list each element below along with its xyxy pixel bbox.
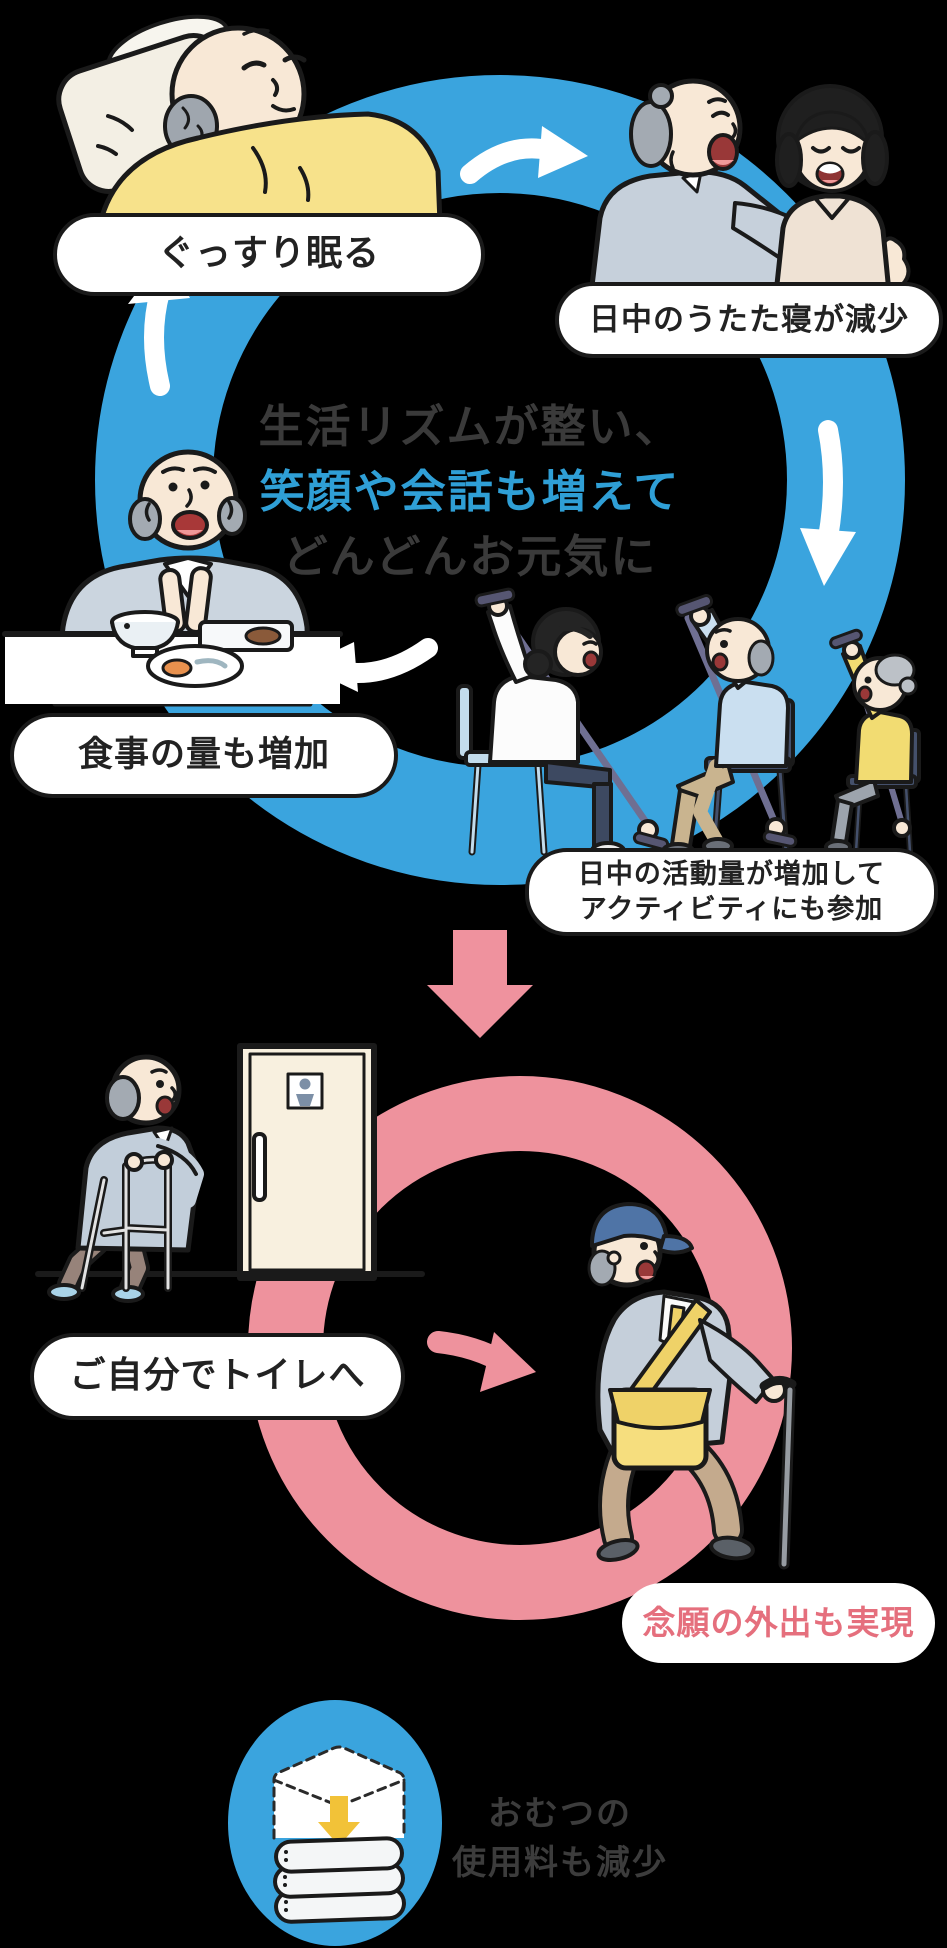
center-text-line3: どんどんお元気に [282,530,658,583]
label-nap-decrease: 日中のうたた寝が減少 [555,282,943,358]
walker-elder-illustration [47,1054,204,1303]
footer-text-line2: 使用料も減少 [452,1843,668,1883]
label-activity: 日中の活動量が増加して アクティビティにも参加 [525,848,938,936]
label-sleep-text: ぐっすり眠る [157,233,380,275]
label-meal-increase-text: 食事の量も増加 [77,734,330,775]
label-meal-increase: 食事の量も増加 [10,713,398,798]
label-nap-decrease-text: 日中のうたた寝が減少 [589,301,909,338]
outing-elder-illustration [587,1202,797,1570]
label-activity-line2: アクティビティにも参加 [579,894,884,925]
toilet-door-illustration [237,1043,377,1281]
label-activity-line1: 日中の活動量が増加して [577,858,886,890]
meal-elder-illustration [2,449,343,707]
sleeping-elder-illustration [56,14,443,227]
arrow-down-right-icon [427,1331,536,1392]
label-sleep: ぐっすり眠る [53,213,485,296]
center-text-line1: 生活リズムが整い、 [258,400,682,453]
arrow-right-icon [460,126,588,184]
center-text-line2: 笑顔や会話も増えて [259,465,681,518]
arrow-down-icon [800,420,856,586]
big-arrow-down-icon [427,930,533,1038]
label-outing: 念願の外出も実現 [622,1583,935,1663]
label-outing-text: 念願の外出も実現 [642,1602,915,1642]
footer-text: おむつの 使用料も減少 [420,1790,700,1888]
conversation-illustration [587,78,911,306]
label-toilet-text: ご自分でトイレへ [69,1355,366,1397]
person-icon [296,1078,314,1106]
floor-line [35,1271,425,1277]
cycle1-center-text: 生活リズムが整い、 笑顔や会話も増えて どんどんお元気に [240,394,700,589]
footer-text-line1: おむつの [488,1794,632,1834]
label-toilet: ご自分でトイレへ [30,1333,405,1420]
diaper-stack-icon [272,1745,406,1924]
exercise-group-illustration [456,587,921,861]
